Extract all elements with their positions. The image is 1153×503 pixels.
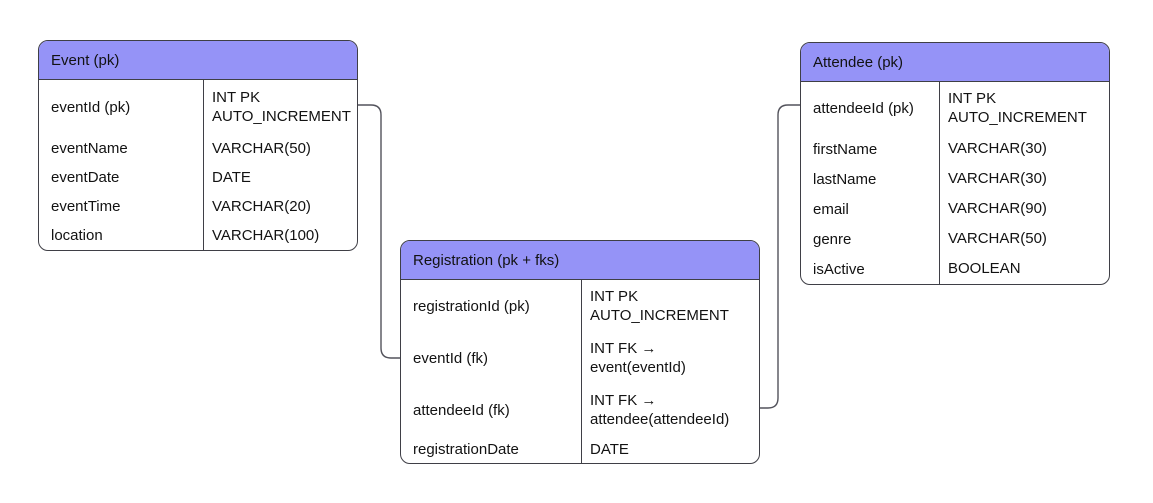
relation-registration-attendee-connector[interactable] bbox=[760, 104, 800, 409]
table-event-body: eventId (pk) INT PK AUTO_INCREMENT event… bbox=[39, 80, 357, 250]
column-type-cell: BOOLEAN bbox=[939, 254, 1109, 284]
column-type-cell: VARCHAR(20) bbox=[203, 192, 357, 221]
table-event-header: Event (pk) bbox=[39, 41, 357, 80]
table-event[interactable]: Event (pk) eventId (pk) INT PK AUTO_INCR… bbox=[38, 40, 358, 251]
column-name-cell: email bbox=[813, 200, 849, 218]
column-type-cell: VARCHAR(100) bbox=[203, 221, 357, 250]
column-type-cell: INT PK AUTO_INCREMENT bbox=[203, 80, 357, 134]
column-type-cell: VARCHAR(50) bbox=[939, 224, 1109, 254]
column-name-cell: registrationDate bbox=[413, 441, 519, 458]
table-registration-body: registrationId (pk) INT PK AUTO_INCREMEN… bbox=[401, 280, 759, 463]
table-registration-title: Registration (pk + fks) bbox=[413, 251, 560, 269]
column-name-cell: lastName bbox=[813, 170, 877, 188]
column-type-cell: INT PK AUTO_INCREMENT bbox=[581, 280, 759, 332]
column-type-cell: VARCHAR(50) bbox=[203, 134, 357, 163]
column-name-cell: firstName bbox=[813, 140, 878, 158]
column-type-cell: DATE bbox=[203, 163, 357, 192]
column-name-cell: genre bbox=[813, 230, 852, 248]
column-name-cell: eventId (fk) bbox=[413, 349, 489, 367]
table-attendee-header: Attendee (pk) bbox=[801, 43, 1109, 82]
table-registration-header: Registration (pk + fks) bbox=[401, 241, 759, 280]
table-registration[interactable]: Registration (pk + fks) registrationId (… bbox=[400, 240, 760, 464]
column-type-cell: VARCHAR(30) bbox=[939, 164, 1109, 194]
column-name-cell: eventDate bbox=[51, 169, 120, 186]
column-name-cell: attendeeId (fk) bbox=[413, 401, 510, 419]
column-name-cell: eventId (pk) bbox=[51, 98, 131, 116]
table-event-title: Event (pk) bbox=[51, 51, 120, 69]
table-attendee[interactable]: Attendee (pk) attendeeId (pk) INT PK AUT… bbox=[800, 42, 1110, 285]
column-name-cell: eventName bbox=[51, 140, 128, 157]
column-name-cell: location bbox=[51, 227, 103, 244]
column-type-cell: INT FK → event(eventId) bbox=[581, 332, 759, 384]
column-name-cell: registrationId (pk) bbox=[413, 297, 530, 315]
relation-event-registration-connector[interactable] bbox=[358, 104, 400, 359]
column-type-cell: INT PK AUTO_INCREMENT bbox=[939, 82, 1109, 134]
column-type-cell: VARCHAR(30) bbox=[939, 134, 1109, 164]
column-name-cell: eventTime bbox=[51, 198, 121, 215]
column-name-cell: attendeeId (pk) bbox=[813, 99, 914, 117]
column-type-cell: DATE bbox=[581, 436, 759, 463]
table-attendee-body: attendeeId (pk) INT PK AUTO_INCREMENT fi… bbox=[801, 82, 1109, 284]
column-type-cell: VARCHAR(90) bbox=[939, 194, 1109, 224]
column-name-cell: isActive bbox=[813, 260, 865, 278]
column-type-cell: INT FK → attendee(attendeeId) bbox=[581, 384, 759, 436]
table-attendee-title: Attendee (pk) bbox=[813, 53, 904, 71]
